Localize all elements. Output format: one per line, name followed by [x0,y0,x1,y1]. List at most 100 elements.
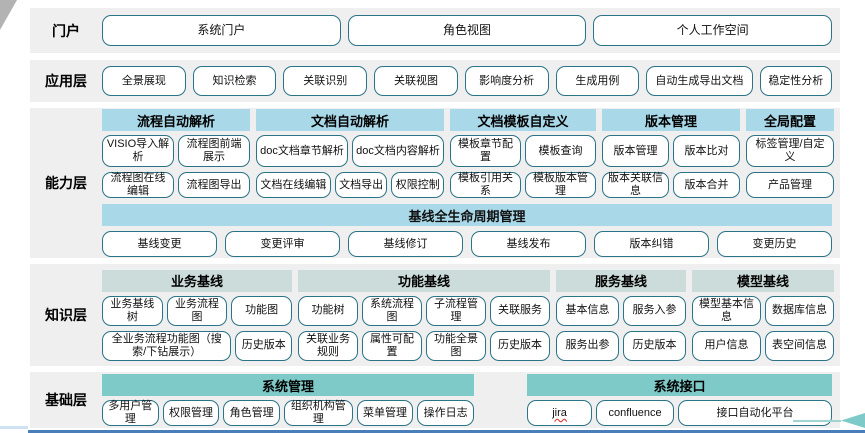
portal-layer-content: 系统门户 角色视图 个人工作空间 [102,15,840,46]
group-row: jira confluence 接口自动化平台 [527,400,832,426]
diagram-node-user-info: 用户信息 [692,330,761,361]
application-box-row: 全景展现 知识检索 关联识别 关联视图 影响度分析 生成用例 自动生成导出文档 … [102,66,832,96]
diagram-node-history-version: 历史版本 [623,330,686,361]
diagram-node-version-mgmt: 版本管理 [602,135,669,167]
diagram-node-change-history: 变更历史 [717,231,832,257]
diagram-node-model-basic-info: 模型基本信息 [692,295,761,326]
group-header: 流程自动解析 [102,109,250,131]
group-row: 版本关联信息 版本合并 [602,172,740,198]
diagram-node-multi-user-mgmt: 多用户管理 [102,400,159,426]
group-row: 业务基线树 业务流程图 功能图 [102,295,293,326]
diagram-node-personal-workspace: 个人工作空间 [593,15,833,46]
diagram-node-related-business-rules: 关联业务规则 [298,330,358,361]
group-doc-template-custom: 文档模板自定义 模板章节配置 模板查询 模板引用关系 模板版本管理 [450,109,596,198]
knowledge-groups: 业务基线 业务基线树 业务流程图 功能图 全业务流程功能图（搜索/下钻展示） 历… [102,269,834,361]
diagram-node-doc-export: 文档导出 [334,172,388,198]
group-system-mgmt: 系统管理 多用户管理 权限管理 角色管理 组织机构管理 菜单管理 操作日志 [102,374,474,426]
jira-label: jira [552,406,567,419]
diagram-node-org-structure-mgmt: 组织机构管理 [283,400,353,426]
group-version-mgmt: 版本管理 版本管理 版本比对 版本关联信息 版本合并 [602,109,740,198]
diagram-node-function-diagram: 功能图 [231,295,293,326]
diagram-node-interface-automation-platform: 接口自动化平台 [677,400,832,426]
group-row: 功能树 系统流程图 子流程管理 关联服务 [298,295,550,326]
group-row: 基本信息 服务入参 [556,295,686,326]
capability-groups: 流程自动解析 VISIO导入解析 流程图前端展示 流程图在线编辑 流程图导出 文… [102,109,834,198]
foundation-layer-label: 基础层 [45,392,87,408]
diagram-node-flow-export: 流程图导出 [178,172,250,198]
diagram-node-operation-log: 操作日志 [417,400,474,426]
group-row: 标签管理/自定义 [746,135,834,167]
group-header: 文档自动解析 [256,109,444,131]
diagram-node-subprocess-mgmt: 子流程管理 [426,295,486,326]
group-row: 产品管理 [746,172,834,198]
diagram-node-panorama: 全景展现 [102,66,186,96]
diagram-node-tablespace-info: 表空间信息 [765,330,834,361]
group-model-baseline: 模型基线 模型基本信息 数据库信息 用户信息 表空间信息 [692,269,834,361]
group-service-baseline: 服务基线 基本信息 服务入参 服务出参 历史版本 [556,269,686,361]
diagram-node-doc-online-edit: 文档在线编辑 [256,172,331,198]
group-header: 系统接口 [527,374,832,396]
baseline-lifecycle-header: 基线全生命周期管理 [102,204,832,226]
diagram-node-baseline-revise: 基线修订 [348,231,463,257]
arrow-tail-decoration [793,420,841,422]
group-row: VISIO导入解析 流程图前端展示 [102,135,250,167]
diagram-node-doc-chapter-parse: doc文档章节解析 [256,135,348,167]
diagram-node-generate-usecase: 生成用例 [555,66,640,96]
diagram-node-template-query: 模板查询 [525,135,596,167]
foundation-groups: 系统管理 多用户管理 权限管理 角色管理 组织机构管理 菜单管理 操作日志 系统… [102,374,832,426]
diagram-node-template-version-mgmt: 模板版本管理 [525,172,596,198]
diagram-node-visio-import: VISIO导入解析 [102,135,174,167]
diagram-node-service-output-params: 服务出参 [556,330,619,361]
capability-layer-band: 能力层 流程自动解析 VISIO导入解析 流程图前端展示 流程图在线编辑 流程图… [30,108,840,258]
diagram-node-business-flowchart: 业务流程图 [166,295,228,326]
diagram-node-relation-view: 关联视图 [374,66,458,96]
group-row: 服务出参 历史版本 [556,330,686,361]
diagram-node-product-mgmt: 产品管理 [746,172,834,198]
portal-layer-label: 门户 [52,22,80,39]
knowledge-layer-label: 知识层 [45,307,87,323]
group-row: 模板章节配置 模板查询 [450,135,596,167]
application-layer-band: 应用层 全景展现 知识检索 关联识别 关联视图 影响度分析 生成用例 自动生成导… [30,60,840,102]
application-layer-content: 全景展现 知识检索 关联识别 关联视图 影响度分析 生成用例 自动生成导出文档 … [102,66,840,96]
group-row: 模板引用关系 模板版本管理 [450,172,596,198]
diagram-node-related-services: 关联服务 [490,295,550,326]
diagram-node-template-chapter-config: 模板章节配置 [450,135,521,167]
group-doc-auto-parse: 文档自动解析 doc文档章节解析 doc文档内容解析 文档在线编辑 文档导出 权… [256,109,445,198]
capability-layer-label: 能力层 [45,175,87,191]
group-header: 系统管理 [102,374,474,396]
portal-box-row: 系统门户 角色视图 个人工作空间 [102,15,833,46]
group-header: 业务基线 [102,269,292,292]
group-row: 用户信息 表空间信息 [692,330,834,361]
diagram-node-doc-content-parse: doc文档内容解析 [352,135,444,167]
diagram-node-baseline-release: 基线发布 [471,231,586,257]
diagram-node-relation-identify: 关联识别 [283,66,368,96]
group-row: 流程图在线编辑 流程图导出 [102,172,250,198]
diagram-node-auto-export-doc: 自动生成导出文档 [646,66,753,96]
diagram-node-database-info: 数据库信息 [765,295,834,326]
left-arrow-icon [841,413,865,428]
diagram-node-stability-analysis: 稳定性分析 [759,66,832,96]
group-header: 功能基线 [298,269,550,292]
foundation-layer-content: 系统管理 多用户管理 权限管理 角色管理 组织机构管理 菜单管理 操作日志 系统… [102,374,840,426]
group-row: 多用户管理 权限管理 角色管理 组织机构管理 菜单管理 操作日志 [102,400,474,426]
group-system-interface: 系统接口 jira confluence 接口自动化平台 [527,374,832,426]
foundation-layer-band: 基础层 系统管理 多用户管理 权限管理 角色管理 组织机构管理 菜单管理 操作日… [30,372,840,428]
diagram-node-baseline-change: 基线变更 [102,231,217,257]
knowledge-layer-band: 知识层 业务基线 业务基线树 业务流程图 功能图 全业务流程功能图（搜索/下钻展… [30,264,840,366]
diagram-node-basic-info: 基本信息 [556,295,619,326]
portal-layer-band: 门户 系统门户 角色视图 个人工作空间 [30,8,840,53]
diagram-node-function-panorama: 功能全景图 [426,330,486,361]
group-header: 版本管理 [602,109,740,131]
diagram-node-permission-mgmt: 权限管理 [162,400,220,426]
diagram-node-knowledge-search: 知识检索 [192,66,277,96]
group-function-baseline: 功能基线 功能树 系统流程图 子流程管理 关联服务 关联业务规则 属性可配置 功… [298,269,550,361]
diagram-node-function-tree: 功能树 [298,295,358,326]
diagram-node-version-relation-info: 版本关联信息 [602,172,669,198]
diagram-node-jira: jira [527,400,593,426]
group-row: 文档在线编辑 文档导出 权限控制 [256,172,445,198]
group-row: doc文档章节解析 doc文档内容解析 [256,135,444,167]
diagram-node-role-view: 角色视图 [347,15,587,46]
diagram-node-flow-online-edit: 流程图在线编辑 [102,172,174,198]
diagram-node-history-version: 历史版本 [235,330,292,361]
group-header: 服务基线 [556,269,686,292]
